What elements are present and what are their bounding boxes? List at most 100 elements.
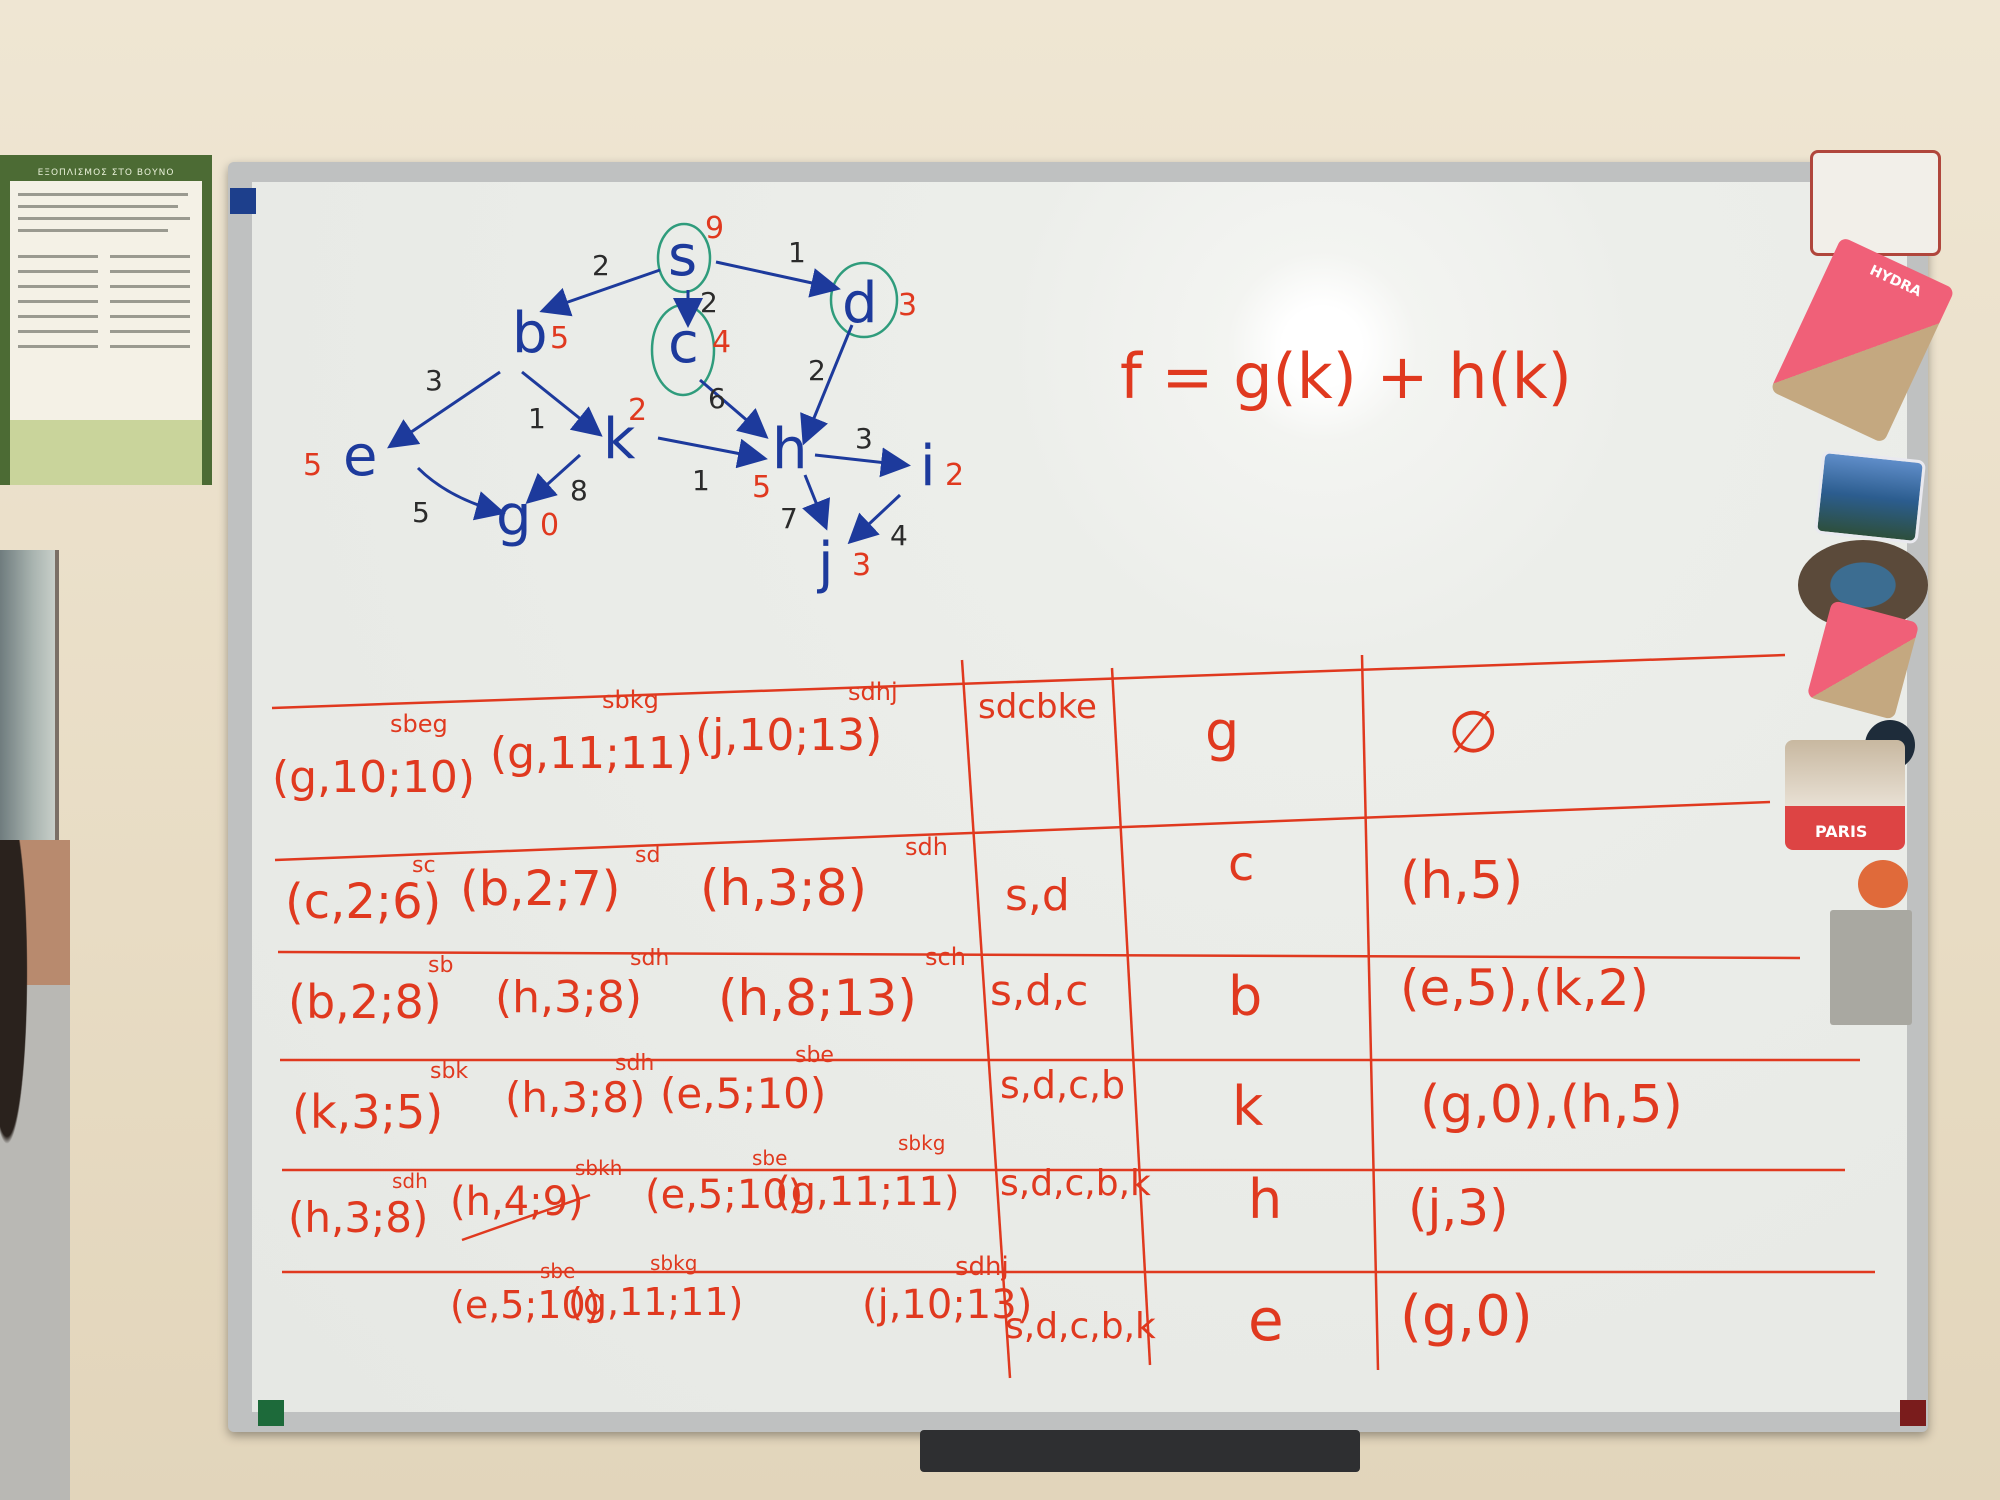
- open-entry: (b,2;8): [288, 975, 442, 1029]
- node-i: i: [920, 434, 936, 499]
- open-entry-path: sdh: [630, 946, 669, 971]
- edge-s-b: [539, 268, 661, 317]
- table-line: [960, 659, 1012, 1379]
- visited-circle-s: [656, 222, 712, 294]
- node-h: h: [772, 417, 808, 482]
- poster-text-line: [110, 330, 190, 333]
- open-entry: (e,5;10): [450, 1283, 600, 1327]
- poster-text-line: [18, 217, 190, 220]
- expanded-node: e: [1248, 1286, 1284, 1354]
- open-entry-path: sdhj: [955, 1252, 1009, 1282]
- paris-magnet: PARIS: [1785, 740, 1905, 850]
- poster-text-line: [18, 270, 98, 273]
- open-entry: (h,3;8): [495, 972, 642, 1023]
- heuristic-c: 4: [712, 325, 731, 360]
- table-row: (e,5;10) sbe (g,11;11) sbkg (j,10;13) sd…: [450, 1251, 1533, 1354]
- heuristic-j: 3: [852, 548, 871, 583]
- children: (g,0),(h,5): [1420, 1075, 1683, 1135]
- closed-list: s,d,c,b,k: [1005, 1306, 1156, 1347]
- frame-corner: [1900, 1400, 1926, 1426]
- weight-d-h: 2: [808, 354, 826, 387]
- expanded-node: g: [1205, 700, 1239, 763]
- frame-corner: [258, 1400, 284, 1426]
- poster-text-line: [110, 315, 190, 318]
- open-entry: (h,8;13): [718, 969, 917, 1027]
- weight-h-j: 7: [780, 502, 798, 535]
- open-entry-path: sdh: [615, 1051, 654, 1076]
- edge-b-e: [387, 370, 501, 449]
- weight-s-b: 2: [592, 249, 610, 282]
- strikethrough: [461, 1193, 591, 1242]
- open-entry: (b,2;7): [460, 861, 620, 917]
- children: (e,5),(k,2): [1400, 959, 1649, 1017]
- open-entry: (g,11;11): [490, 728, 693, 779]
- children: (j,3): [1408, 1179, 1509, 1237]
- poster-text-line: [110, 300, 190, 303]
- frame-corner: [230, 188, 256, 214]
- open-entry-path: sb: [428, 953, 453, 978]
- heuristic-k: 2: [628, 393, 647, 428]
- open-entry-path: sbkg: [898, 1131, 945, 1155]
- open-entry-path: sc: [412, 853, 436, 878]
- heuristic-i: 2: [945, 458, 964, 493]
- open-entry-path: sbkg: [650, 1251, 697, 1275]
- weight-s-c: 2: [700, 286, 718, 319]
- expanded-node: c: [1228, 836, 1254, 892]
- expanded-node: k: [1232, 1075, 1264, 1138]
- table-row: (k,3;5) sbk (h,3;8) sdh (e,5;10) sbe s,d…: [292, 1043, 1683, 1139]
- node-c: c: [668, 311, 699, 376]
- open-entry-path: sdh: [905, 833, 948, 861]
- heuristic-s: 9: [705, 211, 724, 246]
- owl-magnet: [1830, 910, 1912, 1025]
- open-entry-path: sbe: [795, 1043, 834, 1068]
- weight-k-g: 8: [570, 474, 588, 507]
- open-entry: (e,5;10): [645, 1172, 803, 1218]
- closed-list: s,d,c,b: [1000, 1063, 1125, 1107]
- heuristic-h: 5: [752, 470, 771, 505]
- node-b: b: [512, 301, 548, 366]
- weight-e-g: 5: [412, 496, 430, 529]
- heuristic-e: 5: [303, 448, 322, 483]
- heuristic-g: 0: [540, 508, 559, 543]
- edge-k-g: [525, 453, 582, 505]
- table-line: [1110, 667, 1152, 1366]
- open-entry: (g,11;11): [775, 1169, 960, 1215]
- open-entry: (h,3;8): [700, 859, 867, 917]
- poster: ΕΞΟΠΛΙΣΜΟΣ ΣΤΟ ΒΟΥΝΟ: [0, 155, 212, 485]
- poster-title: ΕΞΟΠΛΙΣΜΟΣ ΣΤΟ ΒΟΥΝΟ: [10, 165, 202, 181]
- edge-c-h: [699, 378, 769, 439]
- marker-tray: [920, 1430, 1360, 1472]
- table-line: [277, 950, 1801, 960]
- weight-h-i: 3: [855, 422, 873, 455]
- whiteboard: [252, 182, 1907, 1412]
- node-s: s: [668, 224, 697, 289]
- open-entry: (j,10;13): [862, 1282, 1032, 1328]
- table-row: (g,10;10) sbeg (g,11;11) sbkg (j,10;13) …: [272, 678, 1499, 803]
- edge-s-d: [715, 260, 841, 298]
- weight-i-j: 4: [890, 519, 908, 552]
- table-grid: [271, 653, 1875, 1379]
- open-entry: (h,3;8): [505, 1073, 645, 1122]
- weight-b-k: 1: [528, 402, 546, 435]
- children: ∅: [1448, 698, 1499, 766]
- paris-magnet-label: PARIS: [1815, 822, 1868, 841]
- table-line: [274, 800, 1771, 862]
- table-row: (c,2;6) sc (b,2;7) sd (h,3;8) sdh s,d c …: [285, 833, 1523, 930]
- open-entry: (j,10;13): [695, 710, 882, 761]
- open-entry-path: sbkh: [575, 1156, 622, 1180]
- poster-text-line: [18, 345, 98, 348]
- poster-text-line: [110, 255, 190, 258]
- poster-text-line: [110, 270, 190, 273]
- node-k: k: [603, 407, 636, 472]
- weight-b-e: 3: [425, 364, 443, 397]
- open-entry-path: sbeg: [390, 710, 448, 738]
- node-j: j: [816, 531, 834, 596]
- weight-k-h: 1: [692, 464, 710, 497]
- expanded-node: h: [1248, 1168, 1282, 1231]
- poster-text-line: [18, 229, 168, 232]
- children: (g,0): [1400, 1284, 1533, 1349]
- edge-e-g: [416, 466, 506, 521]
- node-g: g: [496, 484, 532, 549]
- poster-text-line: [18, 255, 98, 258]
